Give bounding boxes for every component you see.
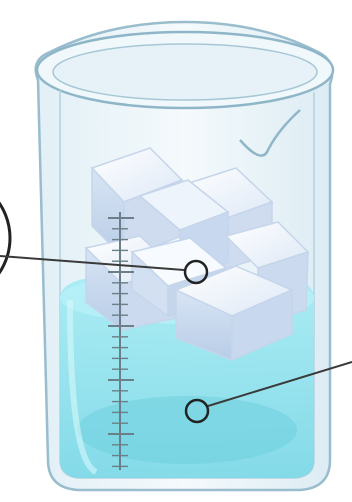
left-callout-ring [0,176,10,300]
